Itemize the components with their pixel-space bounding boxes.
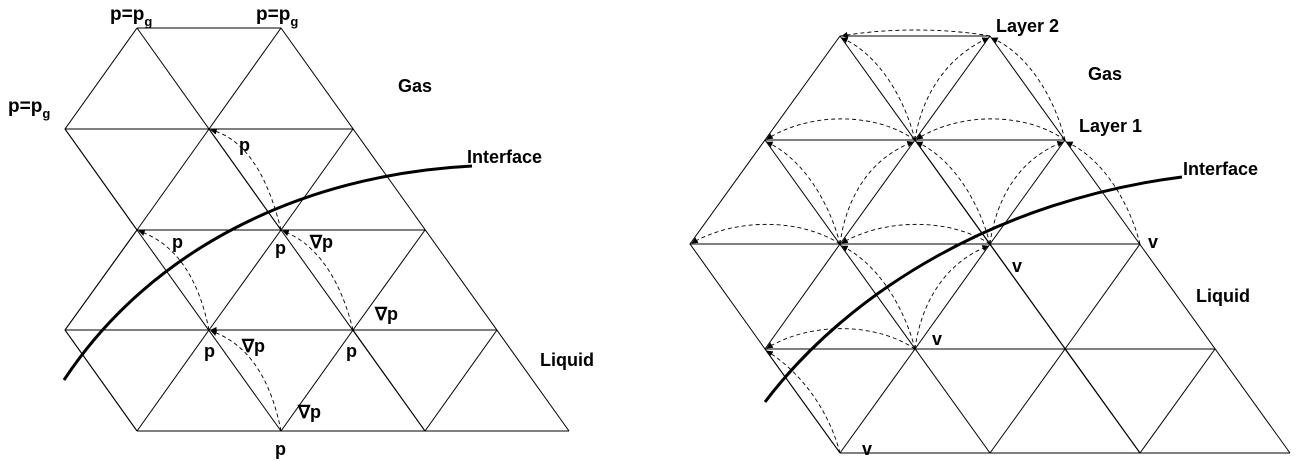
- interface-label: Interface: [467, 147, 542, 167]
- pressure-label: p: [204, 341, 215, 361]
- gradient-label: ∇p: [297, 402, 321, 422]
- liquid-label: Liquid: [540, 350, 594, 370]
- liquid-label: Liquid: [1196, 286, 1250, 306]
- boundary-label-top-2: p=pg: [256, 4, 298, 29]
- boundary-label-top-1: p=pg: [110, 4, 152, 29]
- pressure-label: p: [172, 232, 183, 252]
- gas-label: Gas: [1088, 64, 1122, 84]
- velocity-label: v: [932, 329, 942, 349]
- velocity-label: v: [862, 439, 872, 459]
- pressure-label: p: [275, 238, 286, 258]
- right-dashed-arrows: [691, 29, 1141, 454]
- pressure-label: p: [346, 341, 357, 361]
- pressure-label: p: [275, 439, 286, 459]
- boundary-label-left: p=pg: [8, 96, 50, 121]
- left-triangular-mesh: [64, 27, 570, 432]
- gradient-label: ∇p: [241, 336, 265, 356]
- layer-2-label: Layer 2: [996, 16, 1059, 36]
- layer-1-label: Layer 1: [1079, 116, 1142, 136]
- left-interface-curve: [62, 164, 473, 381]
- gas-label: Gas: [398, 76, 432, 96]
- right-triangular-mesh: [689, 35, 1291, 454]
- gradient-label: ∇p: [309, 232, 333, 252]
- velocity-label: v: [1012, 256, 1022, 276]
- left-panel: p=pg p=pg p=pg Gas Interface Liquid p p …: [8, 4, 594, 459]
- gradient-label: ∇p: [374, 304, 398, 324]
- pressure-label: p: [239, 135, 250, 155]
- interface-label: Interface: [1183, 159, 1258, 179]
- right-interface-curve: [763, 175, 1183, 403]
- left-labels: p=pg p=pg p=pg Gas Interface Liquid p p …: [8, 4, 594, 459]
- right-labels: Layer 2 Gas Layer 1 Interface Liquid v v…: [862, 16, 1258, 459]
- right-panel: Layer 2 Gas Layer 1 Interface Liquid v v…: [689, 16, 1291, 459]
- velocity-label: v: [1148, 232, 1158, 252]
- left-dashed-arrows: [138, 128, 354, 432]
